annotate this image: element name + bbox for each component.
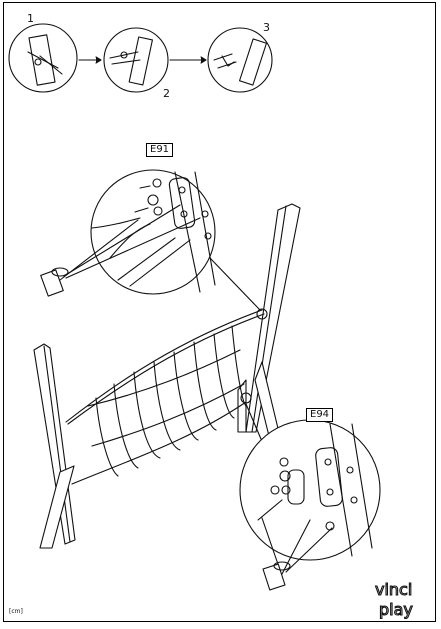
brand-line-2: play [379,600,413,619]
vinciplay-logo: vinci play [374,579,413,619]
detail-e91-circle [59,169,261,311]
wrench-tool-e94 [262,561,291,591]
step-arrows [78,56,207,64]
step-2-bubble [103,27,169,93]
step-number-3: 3 [263,21,270,34]
step-3-bubble [207,27,273,93]
detail-label-e94: E94 [306,408,334,422]
detail-label-e91: E91 [146,143,174,157]
detail-e94-circle [239,419,381,575]
page-frame [3,2,436,622]
wrench-tool-e91 [40,267,69,297]
unit-note: [cm] [9,608,23,615]
step-1-bubble [8,23,78,93]
step-number-1: 1 [27,12,34,25]
brand-line-1: vinci [375,580,412,599]
step-number-2: 2 [163,87,170,100]
